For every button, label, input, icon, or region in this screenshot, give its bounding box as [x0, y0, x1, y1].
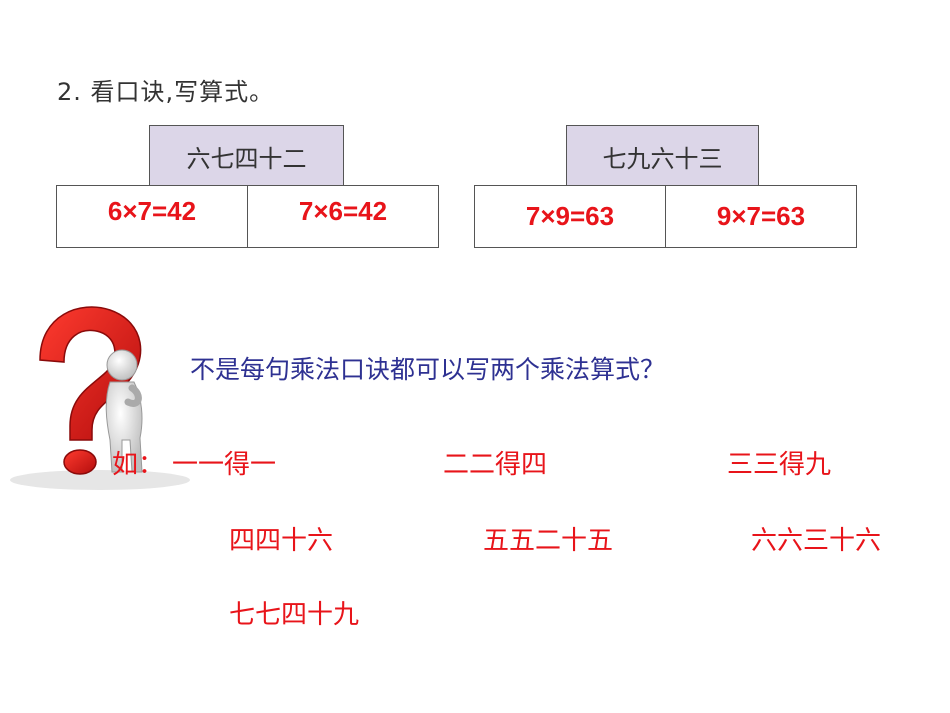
- example-item: 六六三十六: [751, 526, 882, 556]
- equation-cell: 7×6=42: [247, 186, 438, 247]
- rhyme-box-1: 六七四十二: [149, 125, 344, 187]
- example-item: 五五二十五: [483, 526, 614, 556]
- rhyme-box-2: 七九六十三: [566, 125, 759, 187]
- equation-cell: 9×7=63: [665, 186, 856, 247]
- equation-cell: 7×9=63: [525, 201, 615, 231]
- exercise-heading: 2. 看口诀,写算式。: [57, 78, 275, 106]
- question-mark-figure-icon: [10, 306, 190, 490]
- equation-row-1: 6×7=42 7×6=42: [56, 185, 439, 248]
- example-item: 三三得九: [727, 450, 832, 480]
- question-text: 不是每句乘法口诀都可以写两个乘法算式？: [190, 355, 666, 384]
- example-item: 二二得四: [443, 450, 548, 480]
- example-item: 七七四十九: [229, 600, 360, 630]
- example-prefix: 如：: [112, 450, 165, 480]
- example-item: 一一得一: [172, 450, 277, 480]
- equation-row-2: 7×9=63 9×7=63: [474, 185, 857, 248]
- example-item: 四四十六: [229, 526, 334, 556]
- equation-cell: 6×7=42: [107, 196, 197, 226]
